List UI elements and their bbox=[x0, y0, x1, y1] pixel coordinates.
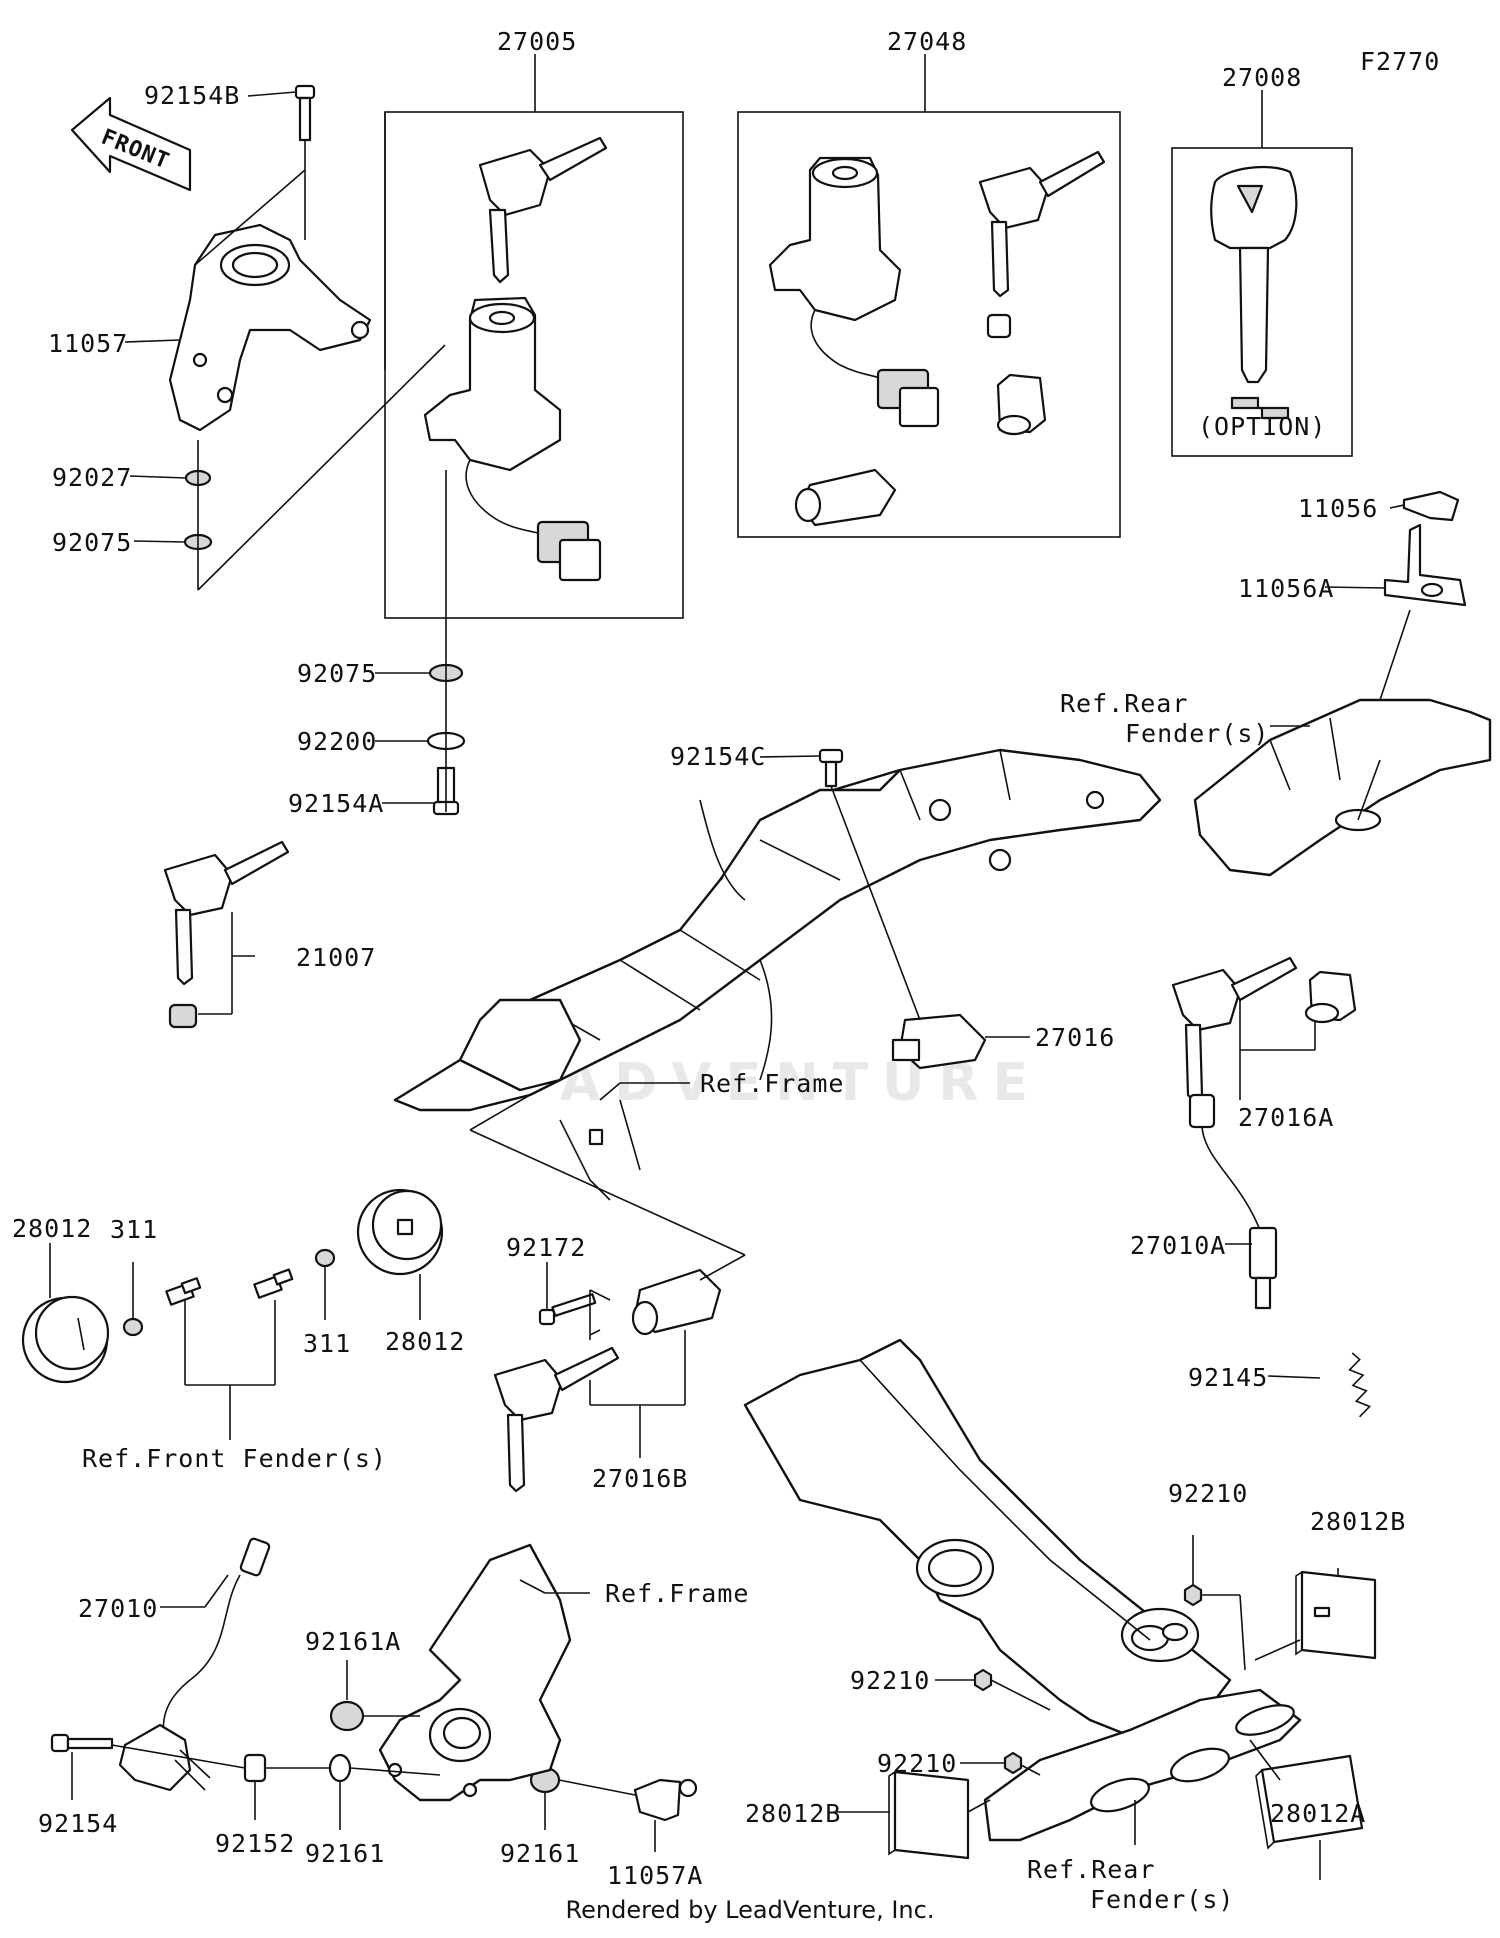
label-27016: 27016 bbox=[1035, 1023, 1115, 1052]
reflector-28012B-bottom bbox=[888, 1770, 970, 1860]
label-92154A: 92154A bbox=[288, 789, 384, 818]
seat-lock-27016 bbox=[891, 1013, 987, 1070]
lock-cylinder-27048 bbox=[996, 373, 1047, 436]
blank-key-27008 bbox=[1210, 166, 1298, 420]
sensor-27010A bbox=[1188, 1093, 1278, 1310]
label-27010A: 27010A bbox=[1130, 1231, 1226, 1260]
main-frame bbox=[393, 748, 1162, 1201]
seat-lock-27048 bbox=[794, 468, 897, 527]
bracket-11057A bbox=[633, 1778, 698, 1822]
stud-left bbox=[165, 1277, 202, 1306]
label-27005: 27005 bbox=[497, 27, 577, 56]
label-11056A: 11056A bbox=[1238, 574, 1334, 603]
switch-27010 bbox=[118, 1537, 271, 1792]
reflector-28012-right bbox=[356, 1188, 444, 1276]
bracket-11057 bbox=[168, 223, 372, 432]
label-21007: 21007 bbox=[296, 943, 376, 972]
label-92027: 92027 bbox=[52, 463, 132, 492]
front-arrow-icon: FRONT bbox=[70, 96, 192, 192]
label-92210-mid: 92210 bbox=[850, 1666, 930, 1695]
label-92154B: 92154B bbox=[144, 81, 240, 110]
label-27016B: 27016B bbox=[592, 1464, 688, 1493]
bolt-92172 bbox=[538, 1293, 597, 1326]
label-28012B-bottom: 28012B bbox=[745, 1799, 841, 1828]
part-number-labels: 27005 27048 27008 92154B 11057 92027 920… bbox=[12, 27, 1406, 1914]
footer-credit: Rendered by LeadVenture, Inc. bbox=[565, 1896, 935, 1924]
key-21007 bbox=[163, 840, 290, 986]
label-11056: 11056 bbox=[1298, 494, 1378, 523]
label-ref-rear-fender-2b: Fender(s) bbox=[1090, 1885, 1234, 1914]
label-28012A: 28012A bbox=[1270, 1799, 1366, 1828]
label-27048: 27048 bbox=[887, 27, 967, 56]
diagram-code: F2770 bbox=[1360, 47, 1440, 76]
label-ref-front-fender: Ref.Front Fender(s) bbox=[82, 1444, 387, 1473]
label-ref-frame-1: Ref.Frame bbox=[700, 1069, 844, 1098]
bracket-11056A bbox=[1383, 523, 1467, 607]
nut-92210-top bbox=[1183, 1583, 1203, 1607]
label-92075-lower: 92075 bbox=[297, 659, 377, 688]
spring-92145 bbox=[1348, 1352, 1372, 1418]
nut-311-right bbox=[314, 1248, 336, 1268]
label-28012B-top: 28012B bbox=[1310, 1507, 1406, 1536]
label-92200: 92200 bbox=[297, 727, 377, 756]
label-311-left: 311 bbox=[110, 1215, 158, 1244]
label-92154C: 92154C bbox=[670, 742, 766, 771]
lock-cylinder-21007 bbox=[168, 1003, 198, 1029]
key-27016A bbox=[1171, 956, 1298, 1103]
grommet-92161-left bbox=[328, 1753, 352, 1783]
ignition-switch-27005 bbox=[423, 296, 602, 582]
label-92210-top: 92210 bbox=[1168, 1479, 1248, 1508]
rear-frame bbox=[743, 1338, 1232, 1742]
label-92161A: 92161A bbox=[305, 1627, 401, 1656]
key-27016B bbox=[493, 1346, 620, 1493]
bolt-92154B bbox=[294, 84, 316, 142]
key-in-27048 bbox=[978, 150, 1106, 298]
lock-cylinder-27016A bbox=[1304, 970, 1357, 1024]
label-28012-right: 28012 bbox=[385, 1327, 465, 1356]
label-92172: 92172 bbox=[506, 1233, 586, 1262]
grommet-92161A bbox=[329, 1700, 365, 1732]
label-ref-rear-fender-1b: Fender(s) bbox=[1125, 719, 1269, 748]
label-27016A: 27016A bbox=[1238, 1103, 1334, 1132]
clip-11056 bbox=[1402, 490, 1460, 522]
label-27010: 27010 bbox=[78, 1594, 158, 1623]
lock-cylinder-small-27048 bbox=[986, 313, 1012, 339]
license-plate-bracket bbox=[983, 1688, 1302, 1842]
label-92154: 92154 bbox=[38, 1809, 118, 1838]
label-92210-bottom: 92210 bbox=[877, 1749, 957, 1778]
bolt-92154 bbox=[50, 1733, 114, 1753]
reflector-28012B-top bbox=[1295, 1570, 1377, 1660]
label-ref-frame-2: Ref.Frame bbox=[605, 1579, 749, 1608]
label-92145: 92145 bbox=[1188, 1363, 1268, 1392]
label-92161-left: 92161 bbox=[305, 1839, 385, 1868]
lower-frame-section bbox=[378, 1543, 572, 1802]
nut-92210-bottom bbox=[1003, 1751, 1023, 1775]
key-in-27005 bbox=[478, 136, 608, 284]
label-11057: 11057 bbox=[48, 329, 128, 358]
nut-92210-mid bbox=[973, 1668, 993, 1692]
label-28012-left: 28012 bbox=[12, 1214, 92, 1243]
label-27008: 27008 bbox=[1222, 63, 1302, 92]
label-ref-rear-fender-1a: Ref.Rear bbox=[1060, 689, 1188, 718]
option-label: (OPTION) bbox=[1198, 412, 1326, 441]
label-92152: 92152 bbox=[215, 1829, 295, 1858]
lock-27016B bbox=[631, 1268, 722, 1336]
reflector-28012A bbox=[1255, 1754, 1364, 1850]
label-11057A: 11057A bbox=[607, 1861, 703, 1890]
label-92075-upper: 92075 bbox=[52, 528, 132, 557]
stud-right bbox=[253, 1268, 294, 1299]
label-ref-rear-fender-2a: Ref.Rear bbox=[1027, 1855, 1155, 1884]
collar-92152 bbox=[243, 1753, 267, 1783]
bolt-92154C bbox=[818, 748, 844, 788]
label-92161-right: 92161 bbox=[500, 1839, 580, 1868]
label-311-right: 311 bbox=[303, 1329, 351, 1358]
leader-lines bbox=[49, 54, 1411, 1880]
kit-box-27048 bbox=[737, 111, 1121, 538]
reflector-28012-left bbox=[21, 1295, 110, 1384]
ignition-switch-27048 bbox=[768, 156, 940, 428]
nut-311-left bbox=[122, 1317, 144, 1337]
